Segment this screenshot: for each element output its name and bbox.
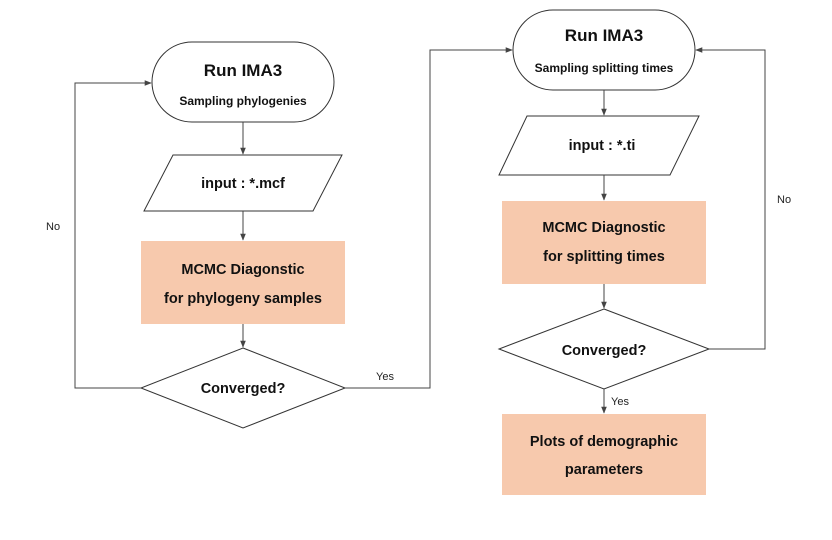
left-decision-diamond — [139, 347, 347, 429]
right-no-loop-line — [695, 47, 766, 350]
plots-box — [502, 414, 706, 495]
plots-line2: parameters — [565, 462, 643, 478]
right-no-label: No — [777, 194, 791, 206]
right-input-label: input : *.ti — [569, 138, 636, 154]
right-input-parallelogram — [498, 115, 700, 176]
left-no-loop-line — [74, 80, 152, 389]
left-decision-label: Converged? — [201, 381, 286, 397]
right-diagnostic-line1: MCMC Diagnostic — [542, 220, 665, 236]
right-start-title: Run IMA3 — [565, 26, 643, 45]
right-diagnostic-line2: for splitting times — [543, 249, 665, 265]
yes-link-line — [345, 47, 513, 389]
plots-line1: Plots of demographic — [530, 434, 678, 450]
left-input-label: input : *.mcf — [201, 176, 285, 192]
yes-link-label: Yes — [376, 371, 394, 383]
right-diagnostic-box — [502, 201, 706, 284]
left-diagnostic-box — [141, 241, 345, 324]
right-start-terminal — [512, 9, 696, 91]
right-start-subtitle: Sampling splitting times — [535, 61, 674, 75]
right-decision-label: Converged? — [562, 343, 647, 359]
left-start-subtitle: Sampling phylogenies — [179, 94, 307, 108]
left-input-parallelogram — [143, 154, 343, 212]
left-no-label: No — [46, 221, 60, 233]
right-yes-label: Yes — [611, 396, 629, 408]
left-start-terminal — [151, 41, 335, 123]
left-start-title: Run IMA3 — [204, 61, 282, 80]
left-diagnostic-line2: for phylogeny samples — [164, 291, 322, 307]
left-diagnostic-line1: MCMC Diagonstic — [181, 262, 304, 278]
